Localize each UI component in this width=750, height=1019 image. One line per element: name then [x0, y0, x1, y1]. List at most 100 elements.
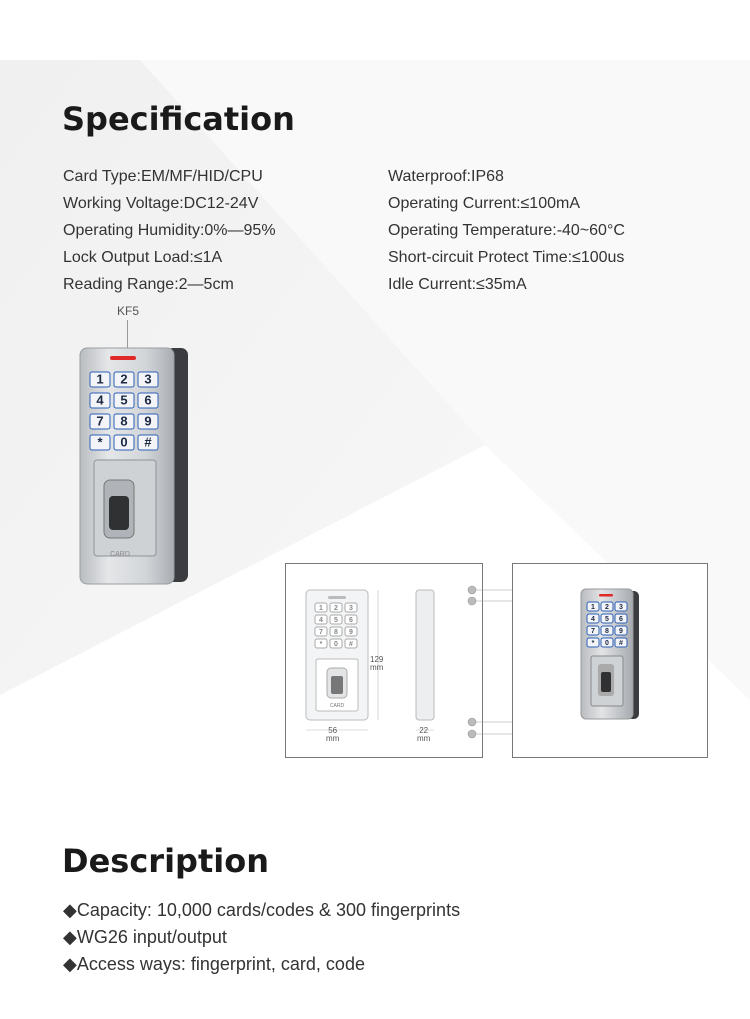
keypad-key	[113, 392, 135, 409]
keypad-key-label: #	[619, 640, 623, 647]
spec-card-type: Card Type:EM/MF/HID/CPU	[63, 168, 263, 185]
keypad-key	[600, 613, 614, 624]
keypad-key-label: 6	[144, 393, 151, 408]
keypad-key-label: 9	[619, 628, 623, 635]
keypad-key	[344, 638, 358, 649]
device-card-label: CARD	[110, 551, 130, 558]
keypad-key	[586, 613, 600, 624]
keypad-key	[113, 434, 135, 451]
keypad-key	[614, 613, 628, 624]
keypad-key-label: 7	[96, 414, 103, 429]
keypad-key-label: 8	[334, 629, 338, 636]
keypad-key-label: 5	[120, 393, 127, 408]
keypad-key-label: 2	[120, 372, 127, 387]
keypad-key-label: 8	[605, 628, 609, 635]
keypad-key-label: 5	[605, 616, 609, 623]
keypad-key-label: *	[592, 640, 595, 647]
keypad-key-label: 7	[591, 628, 595, 635]
keypad-key-label: #	[144, 435, 152, 450]
spec-waterproof: Waterproof:IP68	[388, 168, 504, 185]
keypad-key-label: *	[320, 641, 323, 648]
spec-list-right: Waterproof:IP68 Operating Current:≤100mA…	[388, 163, 625, 298]
keypad-key-label: 9	[349, 629, 353, 636]
keypad-key	[137, 413, 159, 430]
spec-lock-output-load: Lock Output Load:≤1A	[63, 249, 223, 266]
width-unit: mm	[326, 734, 340, 743]
keypad-key-label: 2	[334, 605, 338, 612]
drawing-card-label: CARD	[330, 703, 345, 709]
keypad-key-label: 3	[619, 604, 623, 611]
keypad-key-label: 1	[96, 372, 103, 387]
description-item-wg26: ◆WG26 input/output	[63, 927, 227, 947]
keypad-key	[614, 601, 628, 612]
description-list: ◆Capacity: 10,000 cards/codes & 300 fing…	[63, 897, 460, 978]
model-leader-line	[127, 320, 128, 348]
keypad-key	[314, 626, 328, 637]
keypad-key	[314, 602, 328, 613]
keypad-key	[89, 434, 111, 451]
keypad-key-label: 0	[605, 640, 609, 647]
keypad-key-label: 6	[619, 616, 623, 623]
keypad-key-label: 4	[319, 617, 323, 624]
spec-short-circuit-time: Short-circuit Protect Time:≤100us	[388, 249, 625, 266]
keypad-key-label: *	[97, 435, 103, 450]
keypad-key	[586, 601, 600, 612]
keypad-key	[600, 637, 614, 648]
keypad-key	[586, 637, 600, 648]
keypad-key	[137, 371, 159, 388]
keypad-key-label: 4	[591, 616, 595, 623]
description-item-capacity: ◆Capacity: 10,000 cards/codes & 300 fing…	[63, 900, 461, 920]
keypad-key	[314, 638, 328, 649]
description-title: Description	[62, 842, 269, 880]
keypad-key	[314, 614, 328, 625]
keypad-key	[329, 614, 343, 625]
keypad-key	[113, 413, 135, 430]
keypad-key	[586, 625, 600, 636]
height-dimension: 129 mm	[370, 656, 383, 672]
keypad-key-label: 9	[144, 414, 151, 429]
keypad-key	[344, 602, 358, 613]
keypad-key	[89, 413, 111, 430]
keypad-key	[344, 614, 358, 625]
height-value: 129	[370, 655, 384, 664]
spec-operating-humidity: Operating Humidity:0%—95%	[63, 222, 276, 239]
keypad-key	[89, 392, 111, 409]
keypad-key-label: 2	[605, 604, 609, 611]
keypad-key	[614, 637, 628, 648]
keypad-key-label: 3	[144, 372, 151, 387]
keypad-key	[329, 638, 343, 649]
keypad-key-label: 5	[334, 617, 338, 624]
keypad-key	[344, 626, 358, 637]
keypad-key-label: 3	[349, 605, 353, 612]
description-item-access-ways: ◆Access ways: fingerprint, card, code	[63, 954, 365, 974]
keypad-key-label: 0	[334, 641, 338, 648]
spec-idle-current: Idle Current:≤35mA	[388, 276, 527, 293]
keypad-key-label: #	[349, 641, 353, 648]
keypad-key	[113, 371, 135, 388]
width-value: 56	[328, 726, 338, 735]
keypad-key-label: 4	[96, 393, 104, 408]
spec-reading-range: Reading Range:2—5cm	[63, 276, 234, 293]
keypad-key	[600, 601, 614, 612]
width-dimension: 56 mm	[326, 727, 339, 743]
keypad-key	[329, 602, 343, 613]
depth-dimension: 22 mm	[417, 727, 430, 743]
keypad-key	[614, 625, 628, 636]
specification-title: Specification	[62, 100, 295, 138]
spec-list-left: Card Type:EM/MF/HID/CPU Working Voltage:…	[63, 163, 276, 298]
depth-unit: mm	[417, 734, 431, 743]
spec-operating-current: Operating Current:≤100mA	[388, 195, 580, 212]
keypad-key	[329, 626, 343, 637]
keypad-key-label: 6	[349, 617, 353, 624]
keypad-key-label: 7	[319, 629, 323, 636]
spec-working-voltage: Working Voltage:DC12-24V	[63, 195, 259, 212]
keypad-key-label: 8	[120, 414, 127, 429]
